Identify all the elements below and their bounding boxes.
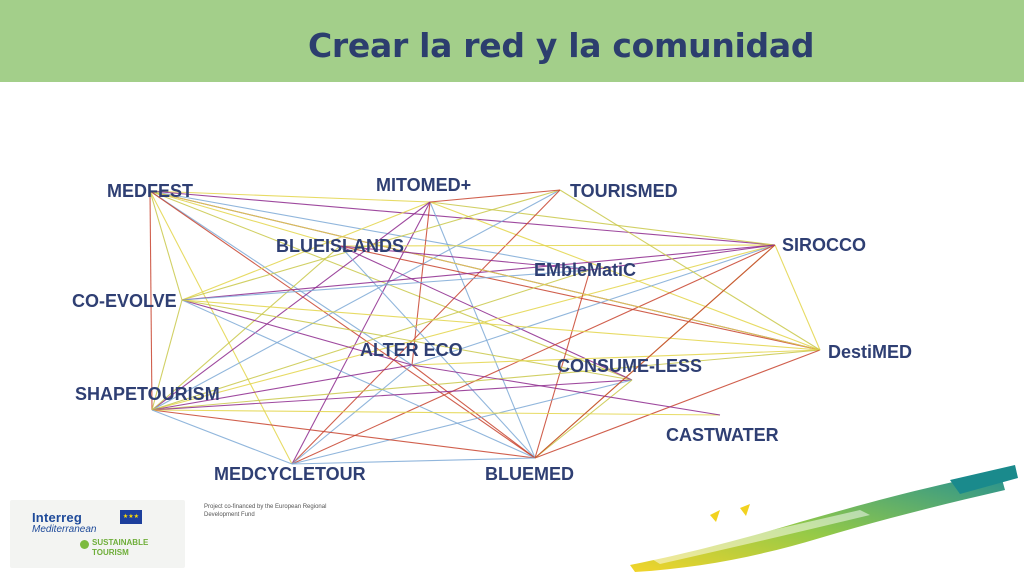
decorative-brush-stroke (630, 465, 1018, 572)
node-sirocco: SIROCCO (782, 235, 867, 255)
header-bar: Crear la red y la comunidad (0, 0, 1024, 82)
edge-medfest-blueislands (149, 190, 341, 247)
node-bluemed: BLUEMED (485, 464, 574, 484)
node-castwater: CASTWATER (666, 425, 779, 445)
edge-destimed-bluemed (534, 349, 821, 459)
edge-emblematic-bluemed (534, 269, 591, 459)
node-destimed: DestiMED (828, 342, 913, 362)
edge-medfest-consumeless (149, 190, 633, 381)
logo-tourism-text: TOURISM (92, 548, 129, 557)
edge-altereco-shapetourism (151, 364, 413, 411)
edge-sirocco-coevolve (181, 244, 776, 301)
eu-flag-icon: ★★★ (120, 510, 142, 524)
node-coevolve: CO-EVOLVE (72, 291, 177, 311)
edge-medfest-emblematic (149, 190, 591, 271)
edge-blueislands-sirocco (339, 244, 776, 247)
edge-medfest-shapetourism (149, 190, 153, 411)
edge-medfest-coevolve (149, 190, 183, 301)
edge-emblematic-shapetourism (151, 269, 591, 411)
edge-mitomed-shapetourism (151, 201, 431, 411)
node-consumeless: CONSUME-LESS (557, 356, 703, 376)
node-emblematic: EMbleMatiC (534, 260, 637, 280)
edge-shapetourism-bluemed (151, 409, 536, 459)
edge-consumeless-medcycletour (291, 379, 633, 465)
edge-medfest-altereco (149, 190, 413, 366)
edge-sirocco-altereco (411, 244, 776, 366)
edge-coevolve-bluemed (181, 299, 536, 459)
edge-medfest-mitomed (149, 190, 431, 203)
edge-emblematic-coevolve (181, 269, 591, 301)
node-shapetourism: SHAPETOURISM (75, 384, 220, 404)
edge-mitomed-bluemed (429, 201, 536, 459)
node-blueislands: BLUEISLANDS (276, 236, 405, 256)
logo-mediterranean-text: Mediterranean (32, 524, 97, 535)
edge-blueislands-consumeless (339, 245, 633, 381)
edge-coevolve-consumeless (181, 299, 633, 381)
edge-mitomed-sirocco (429, 201, 776, 246)
edge-coevolve-destimed (181, 299, 821, 351)
edge-coevolve-altereco (181, 299, 413, 366)
edge-mitomed-tourismed (429, 189, 561, 203)
edge-blueislands-emblematic (339, 245, 591, 271)
edge-tourismed-shapetourism (151, 189, 561, 411)
edge-shapetourism-castwater (151, 409, 721, 416)
edge-altereco-bluemed (411, 364, 536, 459)
edge-blueislands-destimed (339, 245, 821, 351)
edge-tourismed-medcycletour (291, 189, 561, 465)
edge-sirocco-shapetourism (151, 244, 776, 411)
logo-sustainable-text: SUSTAINABLE (92, 538, 149, 547)
edge-blueislands-bluemed (339, 245, 536, 459)
edge-consumeless-shapetourism (151, 379, 633, 411)
edge-medfest-bluemed (149, 190, 536, 459)
node-medfest: MEDFEST (107, 181, 194, 201)
edge-bluemed-sirocco (534, 244, 776, 459)
sustainable-badge-icon (80, 540, 89, 549)
page-title: Crear la red y la comunidad (308, 26, 815, 65)
edge-shapetourism-medcycletour (151, 409, 293, 465)
edge-blueislands-shapetourism (151, 245, 341, 411)
edge-mitomed-coevolve (181, 201, 431, 301)
edge-altereco-destimed (411, 349, 821, 366)
edge-castwater-altereco (411, 364, 721, 416)
edge-tourismed-destimed (559, 189, 821, 351)
cofinanced-note: Project co-financed by the European Regi… (204, 504, 327, 518)
edge-coevolve-shapetourism (151, 299, 183, 411)
node-altereco: ALTER ECO (360, 340, 463, 360)
edge-destimed-medfest (149, 190, 821, 351)
edge-tourismed-coevolve (181, 189, 561, 301)
edge-mitomed-destimed (429, 201, 821, 351)
logo-interreg-text: Interreg (32, 510, 83, 525)
edge-sirocco-emblematic (589, 244, 776, 271)
edge-medfest-medcycletour (149, 190, 293, 465)
edge-destimed-shapetourism (151, 349, 821, 411)
node-medcycletour: MEDCYCLETOUR (214, 464, 366, 484)
edge-consumeless-bluemed (534, 379, 633, 459)
edge-sirocco-medcycletour (291, 244, 776, 465)
node-tourismed: TOURISMED (570, 181, 678, 201)
edge-altereco-medcycletour (291, 364, 413, 465)
edge-sirocco-destimed (774, 244, 821, 351)
interreg-logo: Interreg Mediterranean ★★★ SUSTAINABLE T… (10, 500, 185, 568)
edge-medcycletour-bluemed (291, 457, 536, 465)
node-mitomed: MITOMED+ (376, 175, 472, 195)
